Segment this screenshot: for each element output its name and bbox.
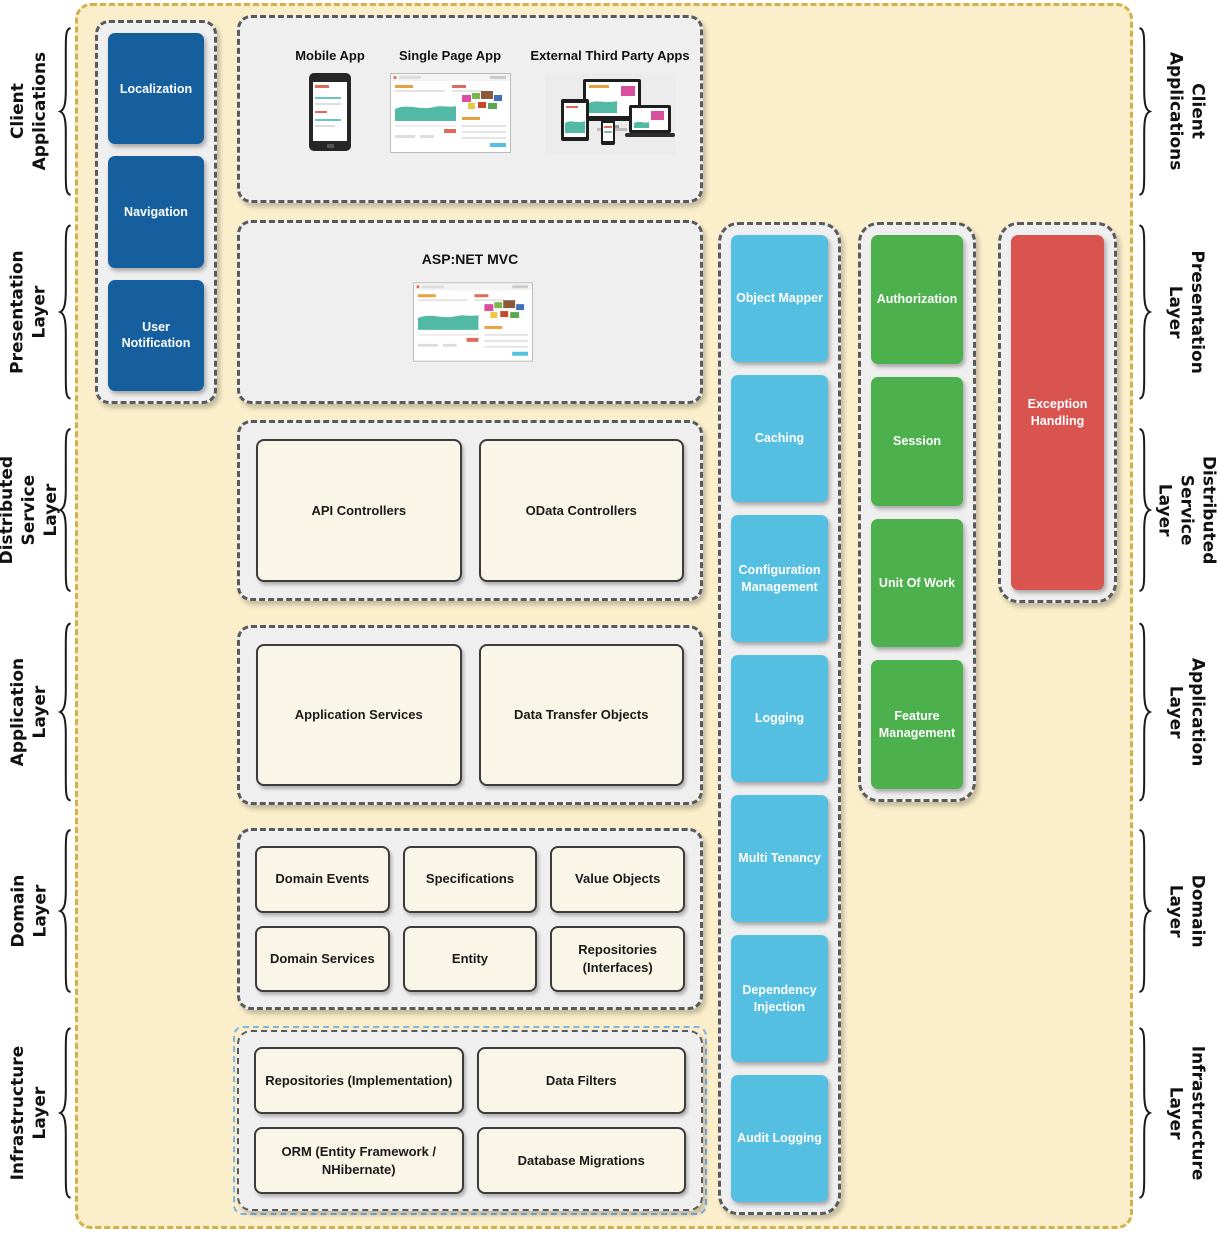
box-specifications: Specifications xyxy=(402,846,538,913)
cyan-cross-cutting-panel: Object Mapper Caching Configuration Mana… xyxy=(718,222,841,1215)
box-database-migrations: Database Migrations xyxy=(476,1127,686,1194)
layer-label-right-application-layer: Application Layer xyxy=(1165,657,1208,767)
presentation-panel: ASP:NET MVC xyxy=(237,220,703,404)
box-orm: ORM (Entity Framework / NHibernate) xyxy=(254,1127,464,1194)
brace-left-client-applications xyxy=(57,23,73,200)
domain-panel: Domain Events Specifications Value Objec… xyxy=(237,828,703,1010)
client-applications-panel: Mobile App Single Page App xyxy=(237,15,703,203)
box-api-controllers: API Controllers xyxy=(256,439,462,582)
mobile-app-group: Mobile App xyxy=(270,48,390,151)
single-page-app-group: Single Page App xyxy=(380,48,520,153)
layer-label-right-domain-layer: Domain Layer xyxy=(1165,874,1208,948)
world-map-thumbnail xyxy=(461,91,502,109)
box-data-filters: Data Filters xyxy=(476,1047,686,1114)
mobile-app-label: Mobile App xyxy=(295,48,365,63)
box-configuration-management: Configuration Management xyxy=(731,515,828,642)
box-authorization: Authorization xyxy=(871,235,963,364)
brace-left-application-layer xyxy=(57,618,73,806)
infrastructure-panel: Repositories (Implementation) Data Filte… xyxy=(237,1030,703,1211)
layer-label-left-client-applications: Client Applications xyxy=(7,52,50,171)
infrastructure-outline xyxy=(233,1026,707,1215)
box-dependency-injection: Dependency Injection xyxy=(731,935,828,1062)
box-caching: Caching xyxy=(731,375,828,502)
layer-label-right-client-applications: Client Applications xyxy=(1165,52,1208,171)
green-cross-cutting-panel: Authorization Session Unit Of Work Featu… xyxy=(858,222,976,802)
box-domain-events: Domain Events xyxy=(255,846,390,913)
box-application-services: Application Services xyxy=(256,644,462,786)
box-audit-logging: Audit Logging xyxy=(731,1075,828,1202)
layer-label-left-distributed-service-layer: Distributed Service Layer xyxy=(0,455,62,565)
box-navigation: Navigation xyxy=(108,156,204,268)
box-localization: Localization xyxy=(108,33,204,145)
client-cross-cutting-panel: Localization Navigation User Notificatio… xyxy=(95,20,217,404)
box-multi-tenancy: Multi Tenancy xyxy=(731,795,828,922)
distributed-service-panel: API Controllers OData Controllers xyxy=(237,420,703,601)
brace-right-presentation-layer xyxy=(1137,220,1153,404)
box-repositories-interfaces: Repositories (Interfaces) xyxy=(550,925,685,992)
box-user-notification: User Notification xyxy=(108,279,204,391)
red-cross-cutting-panel: Exception Handling xyxy=(998,222,1117,603)
box-logging: Logging xyxy=(731,655,828,782)
layer-label-right-presentation-layer: Presentation Layer xyxy=(1165,250,1208,374)
brace-left-distributed-service-layer xyxy=(57,424,73,596)
single-page-app-label: Single Page App xyxy=(398,48,502,63)
brace-left-domain-layer xyxy=(57,825,73,997)
brace-right-domain-layer xyxy=(1137,825,1153,997)
layer-label-left-infrastructure-layer: Infrastructure Layer xyxy=(7,1045,51,1181)
layer-label-left-application-layer: Application Layer xyxy=(7,657,50,767)
brace-left-infrastructure-layer xyxy=(57,1023,73,1203)
box-unit-of-work: Unit Of Work xyxy=(871,518,963,648)
layer-label-left-domain-layer: Domain Layer xyxy=(7,874,50,948)
box-exception-handling: Exception Handling xyxy=(1011,235,1104,590)
external-apps-label: External Third Party Apps xyxy=(530,48,690,63)
external-apps-group: External Third Party Apps xyxy=(530,48,690,155)
layer-label-left-presentation-layer: Presentation Layer xyxy=(7,250,50,374)
presentation-title: ASP:NET MVC xyxy=(421,251,519,267)
box-feature-management: Feature Management xyxy=(871,660,963,789)
layer-label-right-infrastructure-layer: Infrastructure Layer xyxy=(1165,1045,1208,1181)
box-data-transfer-objects: Data Transfer Objects xyxy=(478,644,684,786)
box-entity: Entity xyxy=(402,925,538,992)
box-object-mapper: Object Mapper xyxy=(731,235,828,362)
box-domain-services: Domain Services xyxy=(255,925,390,992)
layer-label-right-distributed-service-layer: Distributed Service Layer xyxy=(1153,455,1219,565)
dashboard-thumbnail xyxy=(389,73,511,153)
mvc-screenshot xyxy=(413,281,533,368)
brace-right-infrastructure-layer xyxy=(1137,1023,1153,1203)
box-value-objects: Value Objects xyxy=(550,846,685,913)
brace-left-presentation-layer xyxy=(57,220,73,404)
brace-right-application-layer xyxy=(1137,618,1153,806)
box-session: Session xyxy=(871,376,963,506)
devices-thumbnail xyxy=(544,73,676,155)
phone-thumbnail xyxy=(309,73,351,151)
box-odata-controllers: OData Controllers xyxy=(478,439,684,582)
box-repositories-implementation: Repositories (Implementation) xyxy=(254,1047,464,1114)
brace-right-client-applications xyxy=(1137,23,1153,200)
application-panel: Application Services Data Transfer Objec… xyxy=(237,625,703,805)
brace-right-distributed-service-layer xyxy=(1137,424,1153,596)
